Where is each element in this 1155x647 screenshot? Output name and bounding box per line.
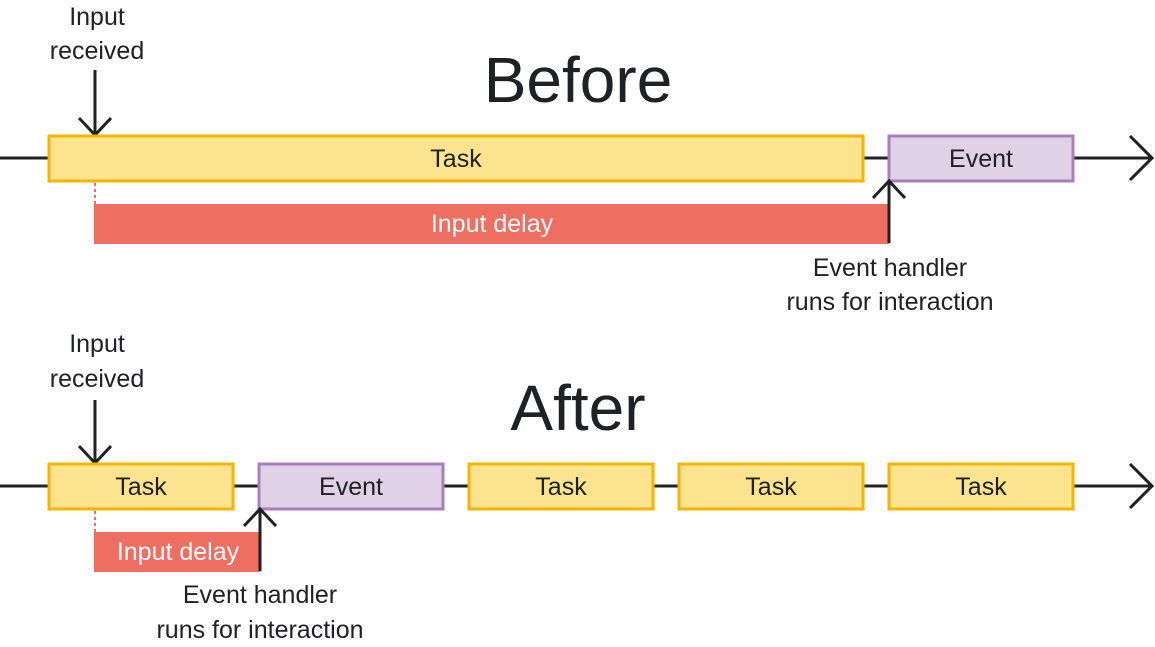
after-input-label-line2: received: [50, 365, 145, 393]
after-section: Input received After Task Event Task Tas…: [0, 330, 1155, 644]
after-handler-label-line1: Event handler: [183, 581, 337, 609]
after-task-label-4: Task: [955, 473, 1007, 501]
after-task-box-1: [47, 462, 235, 511]
before-timeline-arrowhead: [1128, 134, 1155, 182]
after-title: After: [510, 372, 645, 444]
before-input-delay-bar: [94, 204, 889, 244]
after-timeline-arrowhead: [1128, 462, 1155, 510]
before-title: Before: [484, 44, 673, 116]
before-section: Input received Before Task Event Input d…: [0, 3, 1155, 316]
before-task-box: [47, 134, 865, 183]
after-task-label-2: Task: [535, 473, 587, 501]
after-input-label-line1: Input: [69, 330, 125, 358]
before-event-label: Event: [949, 145, 1013, 173]
after-input-delay-label: Input delay: [117, 538, 240, 566]
before-handler-label-line1: Event handler: [813, 254, 967, 282]
after-event-label: Event: [319, 473, 383, 501]
after-task-box-2: [467, 462, 655, 511]
before-handler-label-line2: runs for interaction: [786, 288, 993, 316]
after-event-box: [257, 462, 445, 511]
after-task-label-1: Task: [115, 473, 167, 501]
before-input-label-line1: Input: [69, 3, 125, 31]
after-input-delay-bar: [94, 532, 260, 572]
after-task-label-3: Task: [745, 473, 797, 501]
after-handler-label-line2: runs for interaction: [156, 616, 363, 644]
before-input-label-line2: received: [50, 37, 145, 65]
after-task-box-3: [677, 462, 865, 511]
before-input-delay-label: Input delay: [431, 210, 554, 238]
before-event-box: [887, 134, 1075, 183]
after-handler-arrowhead: [242, 506, 278, 528]
before-handler-arrowhead: [871, 178, 907, 200]
before-task-label: Task: [430, 145, 482, 173]
after-task-box-4: [887, 462, 1075, 511]
